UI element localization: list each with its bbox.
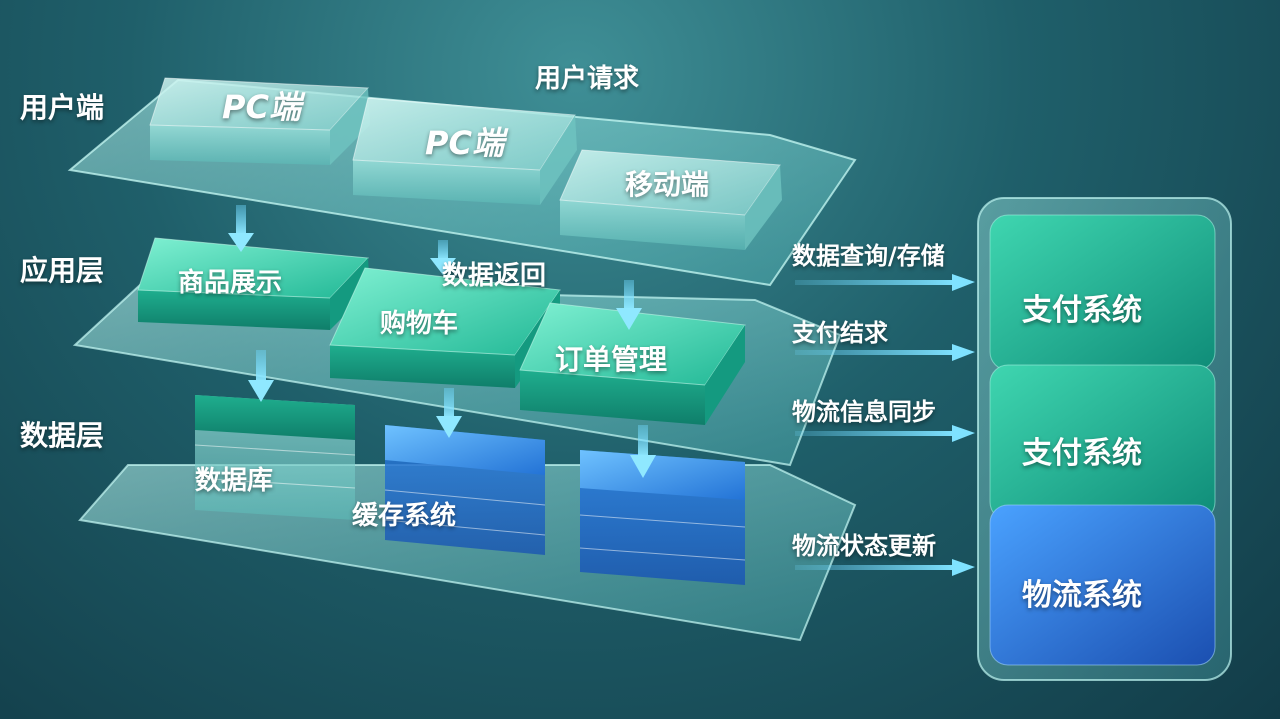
arrow-product-to-database: [248, 350, 274, 402]
arrow-cart-to-cache: [436, 388, 462, 438]
flow-label-request: 用户请求: [535, 64, 640, 94]
layer-label-user: 用户端: [20, 91, 105, 124]
connection-label-update: 物流状态更新: [792, 532, 936, 560]
user-block-label-2: PC端: [425, 124, 504, 162]
arrow-user-to-cart: [430, 240, 456, 275]
layer-label-data: 数据层: [20, 419, 105, 452]
arrow-user-to-product: [228, 205, 254, 252]
arrow-user-to-order: [616, 280, 642, 330]
arrow-query-storage: [795, 274, 975, 291]
app-block-product: [137, 237, 370, 330]
connection-label-sync: 物流信息同步: [792, 398, 936, 426]
system-label-payment-1: 支付系统: [1022, 293, 1142, 328]
system-label-logistics: 物流系统: [1022, 578, 1142, 613]
app-block-label-product: 商品展示: [178, 268, 283, 298]
arrow-logistics-sync: [795, 425, 975, 442]
app-block-label-order: 订单管理: [555, 343, 668, 376]
system-label-payment-2: 支付系统: [1022, 436, 1142, 471]
user-block-label-3: 移动端: [625, 168, 710, 201]
connection-label-query: 数据查询/存储: [792, 242, 945, 270]
data-block-label-cache: 缓存系统: [352, 501, 457, 531]
arrow-logistics-update: [795, 559, 975, 576]
data-block-label-database: 数据库: [195, 466, 274, 496]
data-block-cache: [384, 425, 546, 555]
system-block-logistics: [989, 504, 1216, 666]
data-block-stack-3: [579, 450, 746, 585]
flow-label-return: 数据返回: [442, 261, 547, 291]
layer-label-app: 应用层: [20, 254, 105, 287]
app-block-order: [519, 302, 746, 425]
user-block-pc-2: [352, 97, 577, 205]
connection-label-payment: 支付结求: [792, 319, 888, 347]
data-block-database: [194, 395, 356, 520]
app-block-label-cart: 购物车: [380, 309, 459, 339]
arrow-order-to-stack: [630, 425, 656, 478]
arrow-payment: [795, 344, 975, 361]
user-block-label-1: PC端: [222, 88, 301, 126]
user-block-pc-1: [149, 77, 370, 165]
user-block-mobile: [559, 149, 782, 250]
